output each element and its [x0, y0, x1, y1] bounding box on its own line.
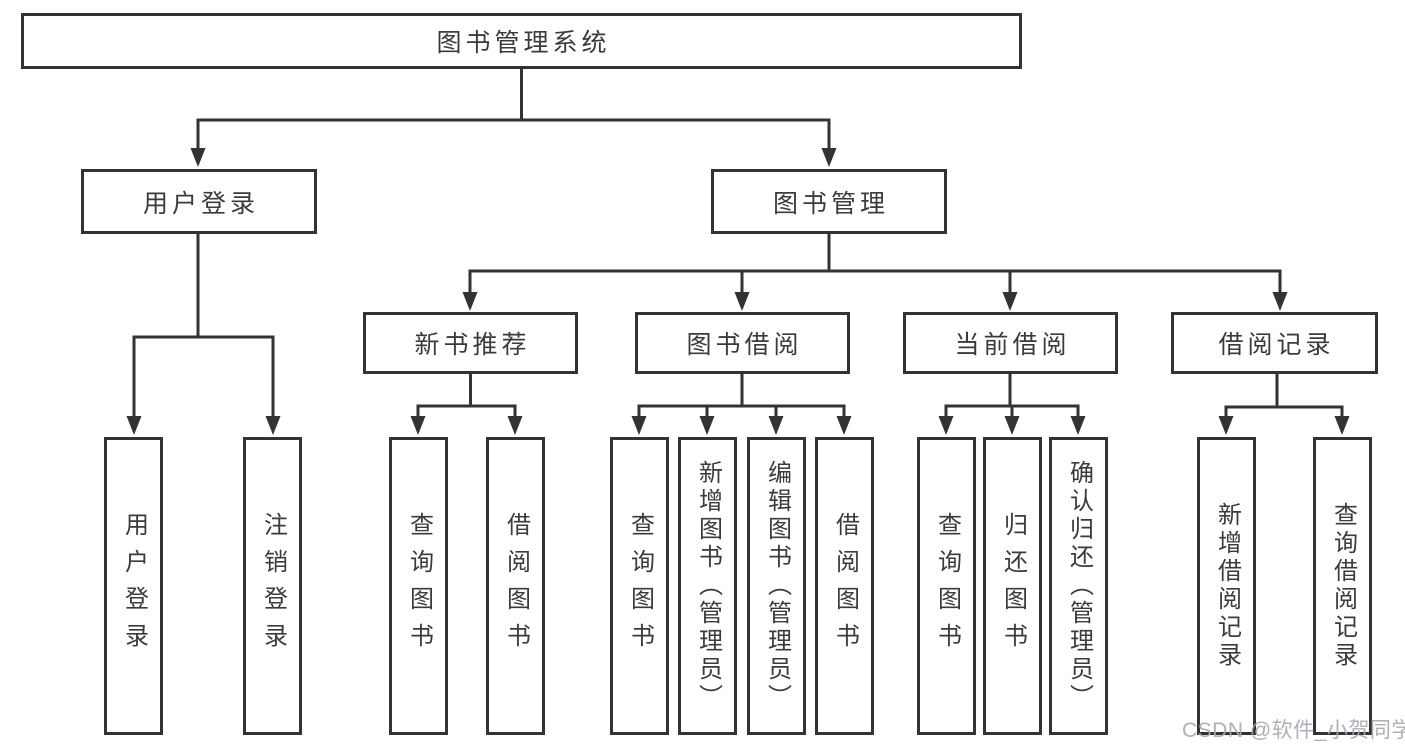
- leaf-borrow-edit-admin: 编辑图书（管理员）: [747, 437, 806, 735]
- node-book-borrow: 图书借阅: [635, 312, 850, 374]
- connector-level2-rail: [196, 118, 831, 152]
- leaf-logout-label: 注销登录: [259, 512, 287, 660]
- leaf-logout: 注销登录: [243, 437, 302, 735]
- leaf-borrow-borrow: 借阅图书: [815, 437, 874, 735]
- connector-borrow-split: [637, 374, 846, 418]
- node-current-borrow: 当前借阅: [903, 312, 1118, 374]
- leaf-borrow-add-admin-label: 新增图书（管理员）: [694, 460, 722, 712]
- leaf-borrow-add-admin: 新增图书（管理员）: [678, 437, 737, 735]
- leaf-newbooks-query-label: 查询图书: [405, 512, 433, 660]
- leaf-current-return: 归还图书: [983, 437, 1042, 735]
- leaf-newbooks-borrow: 借阅图书: [486, 437, 545, 735]
- node-library-system-label: 图书管理系统: [436, 29, 611, 57]
- connector-level3-rail: [468, 232, 1282, 294]
- connector-user-login-split: [132, 232, 275, 418]
- node-book-borrow-label: 图书借阅: [686, 331, 803, 359]
- leaf-records-add-label: 新增借阅记录: [1213, 502, 1241, 670]
- leaf-user-login: 用户登录: [104, 437, 163, 735]
- leaf-current-query-label: 查询图书: [933, 512, 961, 660]
- node-user-login-label: 用户登录: [142, 189, 259, 218]
- node-book-management: 图书管理: [711, 169, 947, 234]
- leaf-borrow-edit-admin-label: 编辑图书（管理员）: [763, 460, 791, 712]
- csdn-watermark: CSDN @软件_小贺同学: [1182, 719, 1405, 742]
- leaf-records-query-label: 查询借阅记录: [1329, 502, 1357, 670]
- connector-records-split: [1224, 374, 1344, 418]
- node-new-book-recommend: 新书推荐: [363, 312, 578, 374]
- connector-current-split: [944, 374, 1080, 418]
- leaf-newbooks-query: 查询图书: [389, 437, 448, 735]
- node-new-book-recommend-label: 新书推荐: [414, 331, 531, 359]
- leaf-current-return-label: 归还图书: [999, 512, 1027, 660]
- leaf-newbooks-borrow-label: 借阅图书: [502, 512, 530, 660]
- node-library-system: 图书管理系统: [21, 13, 1022, 69]
- leaf-records-query: 查询借阅记录: [1313, 437, 1372, 735]
- leaf-current-confirm-admin-label: 确认归还（管理员）: [1065, 460, 1093, 712]
- node-book-management-label: 图书管理: [772, 189, 889, 218]
- leaf-current-confirm-admin: 确认归还（管理员）: [1049, 437, 1108, 735]
- node-current-borrow-label: 当前借阅: [954, 331, 1071, 359]
- leaf-borrow-query: 查询图书: [610, 437, 669, 735]
- node-borrow-records: 借阅记录: [1171, 312, 1378, 374]
- connector-new-books-split: [416, 374, 517, 418]
- leaf-borrow-borrow-label: 借阅图书: [831, 512, 859, 660]
- node-user-login: 用户登录: [81, 169, 317, 234]
- leaf-records-add: 新增借阅记录: [1197, 437, 1256, 735]
- leaf-borrow-query-label: 查询图书: [626, 512, 654, 660]
- node-borrow-records-label: 借阅记录: [1218, 331, 1335, 359]
- leaf-current-query: 查询图书: [917, 437, 976, 735]
- leaf-user-login-label: 用户登录: [120, 512, 148, 660]
